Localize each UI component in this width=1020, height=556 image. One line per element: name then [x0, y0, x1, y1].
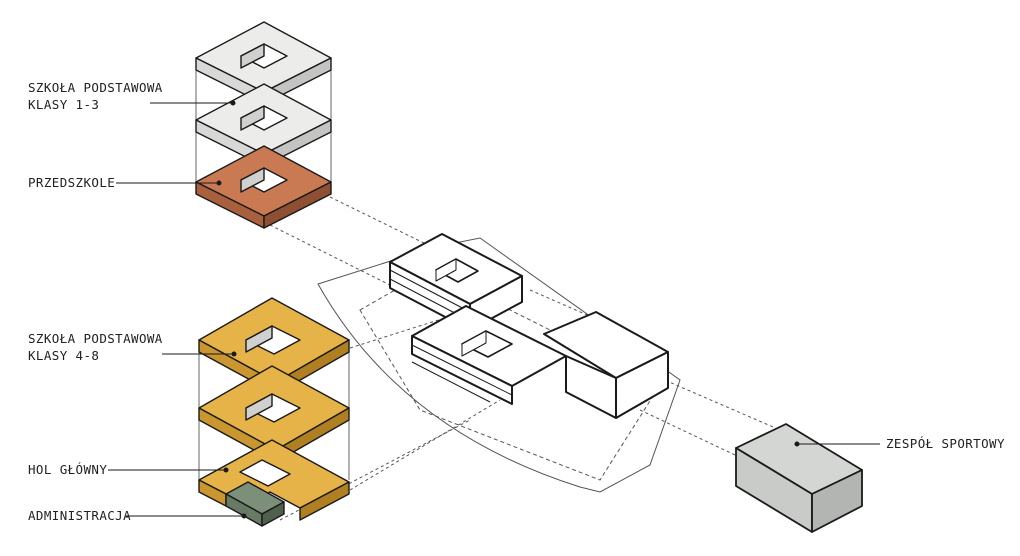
floor-preschool	[195, 145, 332, 229]
label-primary-4-8-line2: KLASY 4-8	[28, 348, 99, 363]
site-outline	[317, 237, 681, 493]
label-preschool: PRZEDSZKOLE	[28, 175, 115, 190]
labels: SZKOŁA PODSTAWOWA KLASY 1-3 PRZEDSZKOLE …	[28, 80, 1005, 523]
label-primary-1-3-line2: KLASY 1-3	[28, 97, 99, 112]
label-primary-1-3-line1: SZKOŁA PODSTAWOWA	[28, 80, 163, 95]
label-sports-complex: ZESPÓŁ SPORTOWY	[886, 436, 1005, 451]
block-sports-complex	[735, 423, 863, 533]
label-primary-4-8-line1: SZKOŁA PODSTAWOWA	[28, 331, 163, 346]
label-main-hall: HOL GŁÓWNY	[28, 462, 107, 477]
label-administration: ADMINISTRACJA	[28, 508, 131, 523]
assembled-building	[389, 233, 669, 419]
block-administration	[225, 481, 285, 527]
leader-lines	[108, 100, 880, 519]
